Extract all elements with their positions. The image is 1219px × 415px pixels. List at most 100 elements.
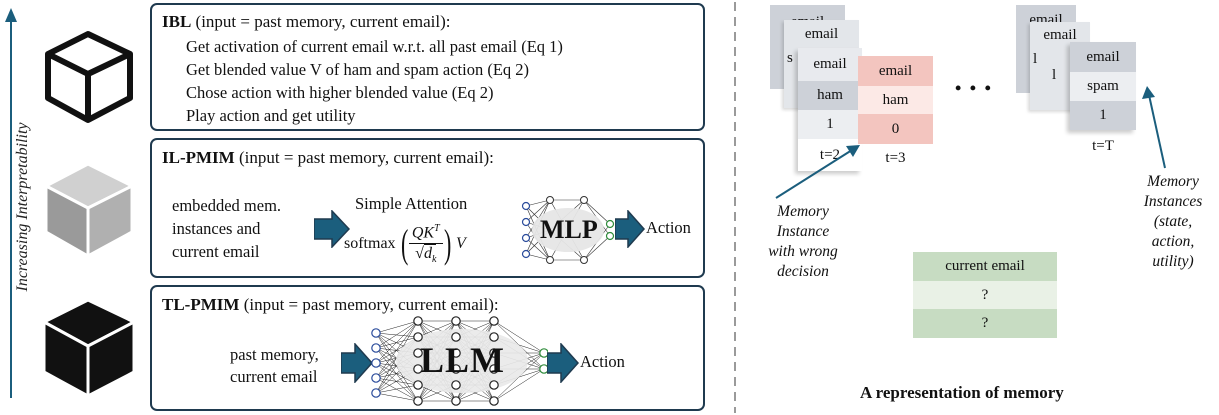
formula-fn: softmax xyxy=(344,235,396,252)
ibl-step: Get activation of current email w.r.t. a… xyxy=(186,37,563,56)
formula-num: QK xyxy=(411,224,435,242)
mlp-label: MLP xyxy=(540,215,598,244)
tl-action-label: Action xyxy=(580,352,625,371)
llm-node xyxy=(451,380,461,390)
annotation-line: with wrong xyxy=(768,243,838,260)
llm-node xyxy=(371,343,381,353)
card-peek: l xyxy=(1052,66,1057,83)
llm-node xyxy=(539,364,548,374)
embed-line: embedded mem. xyxy=(172,196,282,215)
memory-card-t3: email ham 0 xyxy=(858,56,933,144)
il-action-label: Action xyxy=(646,218,691,237)
annotation-memory-instances: Memory Instances (state, action, utility… xyxy=(1133,172,1213,272)
interpretability-axis xyxy=(5,8,17,398)
llm-node xyxy=(489,348,499,358)
card-time-label: t=3 xyxy=(885,149,906,166)
black-box-cube-icon xyxy=(42,298,136,398)
formula-sub: k xyxy=(431,254,437,266)
llm-node xyxy=(413,364,423,374)
llm-network-icon xyxy=(371,316,548,406)
axis-label: Increasing Interpretability xyxy=(14,122,31,292)
annotation-line: decision xyxy=(777,263,829,280)
memory-card-t2: email ham 1 t=2 xyxy=(798,48,862,171)
arrow-right-icon xyxy=(615,210,645,248)
card-time-label: t=T xyxy=(1092,137,1114,154)
llm-node xyxy=(539,348,548,358)
gray-box-cube-icon xyxy=(44,162,134,258)
card-cell: 0 xyxy=(858,114,933,144)
llm-node xyxy=(489,332,499,342)
tl-pmim-title: TL-PMIM (input = past memory, current em… xyxy=(162,295,499,315)
arrow-right-icon xyxy=(341,343,373,383)
llm-node xyxy=(489,380,499,390)
memory-caption: A representation of memory xyxy=(860,383,1064,402)
card-cell: 1 xyxy=(1070,101,1136,130)
ibl-input: (input = past memory, current email): xyxy=(195,12,451,31)
il-pmim-name: IL-PMIM xyxy=(162,148,235,167)
annotation-line: Memory xyxy=(777,203,829,220)
llm-node xyxy=(371,388,381,398)
card-cell: ham xyxy=(798,81,862,110)
arrow-right-icon xyxy=(547,343,579,383)
llm-node xyxy=(371,358,381,368)
arrow-right-icon xyxy=(314,210,350,248)
panel-divider xyxy=(734,2,736,413)
mlp-network-icon xyxy=(521,196,615,264)
llm-node xyxy=(489,316,499,326)
llm-node xyxy=(489,396,499,406)
card-cell: email xyxy=(1070,42,1136,72)
current-email-card: current email ? ? xyxy=(913,252,1057,338)
tl-pmim-input: (input = past memory, current email): xyxy=(243,295,499,314)
card-time-label: t=2 xyxy=(798,139,862,171)
card-cell: spam xyxy=(1070,72,1136,101)
current-email-cell: ? xyxy=(913,281,1057,309)
annotation-line: Instance xyxy=(776,223,830,240)
card-cell: email xyxy=(798,48,862,81)
annotation-line: Memory xyxy=(1147,173,1199,190)
llm-node xyxy=(413,316,423,326)
tl-pmim-name: TL-PMIM xyxy=(162,295,240,314)
annotation-line: utility) xyxy=(1152,253,1194,270)
tl-input-line: past memory, xyxy=(230,345,319,364)
il-pmim-title: IL-PMIM (input = past memory, current em… xyxy=(162,148,494,168)
current-email-cell: ? xyxy=(913,309,1057,338)
il-pmim-input: (input = past memory, current email): xyxy=(238,148,494,167)
card-label: email xyxy=(804,25,839,42)
formula-den: d xyxy=(423,245,432,263)
card-cell: ham xyxy=(858,86,933,114)
llm-node xyxy=(489,364,499,374)
llm-node xyxy=(451,396,461,406)
ibl-step: Play action and get utility xyxy=(186,106,356,125)
llm-node xyxy=(451,364,461,374)
ibl-panel: IBL (input = past memory, current email)… xyxy=(150,3,705,131)
attention-formula: softmax ( QKT √dk ) V xyxy=(344,221,466,266)
card-peek: l xyxy=(1033,50,1038,67)
llm-label: LLM xyxy=(420,340,506,380)
embed-line: current email xyxy=(172,242,260,261)
tl-pmim-panel: TL-PMIM (input = past memory, current em… xyxy=(150,285,705,411)
formula-v: V xyxy=(456,235,466,252)
annotation-line: action, xyxy=(1151,233,1195,250)
llm-node xyxy=(451,316,461,326)
llm-node xyxy=(451,348,461,358)
card-label: email xyxy=(1043,26,1077,43)
annotation-line: Instances xyxy=(1143,193,1203,210)
llm-node xyxy=(413,396,423,406)
tl-input-line: current email xyxy=(230,367,318,386)
ibl-step: Chose action with higher blended value (… xyxy=(186,83,494,102)
card-cell: 1 xyxy=(798,110,862,139)
ibl-step: Get blended value V of ham and spam acti… xyxy=(186,60,530,79)
llm-node xyxy=(413,332,423,342)
memory-card-tT: email spam 1 xyxy=(1070,42,1136,130)
il-pmim-panel: IL-PMIM (input = past memory, current em… xyxy=(150,138,705,278)
annotation-line: (state, xyxy=(1153,213,1193,230)
annotation-arrows xyxy=(775,86,1166,199)
llm-node xyxy=(451,332,461,342)
ibl-title: IBL (input = past memory, current email)… xyxy=(162,12,450,32)
white-box-cube-icon xyxy=(45,31,133,123)
current-email-header: current email xyxy=(913,252,1057,281)
card-cell: email xyxy=(858,56,933,86)
llm-node xyxy=(371,328,381,338)
attention-title: Simple Attention xyxy=(355,194,468,213)
embed-line: instances and xyxy=(172,219,261,238)
